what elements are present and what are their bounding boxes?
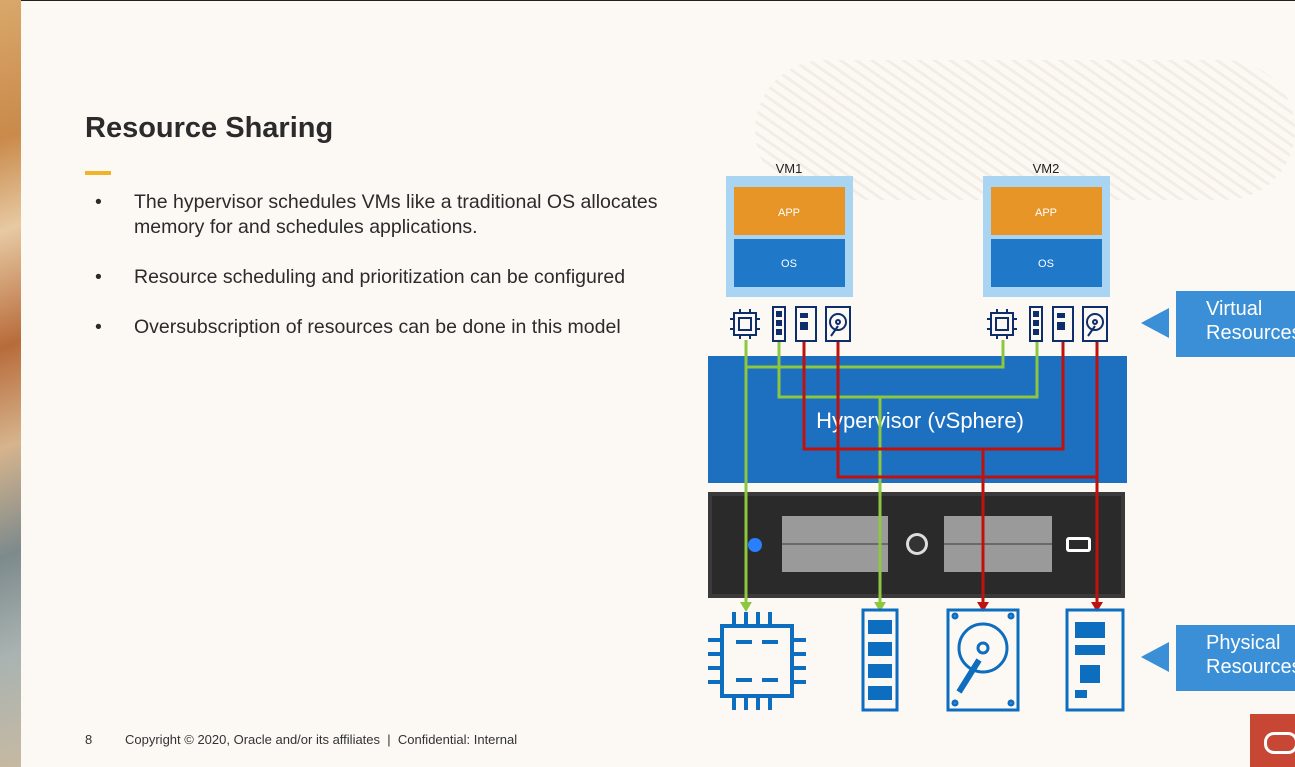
virtual-resources-label: Virtual Resources <box>1176 291 1295 357</box>
bullet-list: • The hypervisor schedules VMs like a tra… <box>95 190 675 365</box>
vm1-label: VM1 <box>776 161 803 176</box>
virtualization-diagram: VM1 VM2 APP OS APP OS Hypervisor (vSpher… <box>708 161 1127 712</box>
bullet-item: • Oversubscription of resources can be do… <box>95 315 675 340</box>
red-arrowhead <box>977 602 989 612</box>
bullet-text: The hypervisor schedules VMs like a trad… <box>134 191 658 238</box>
red-connections <box>802 340 1099 602</box>
title-accent-bar <box>85 171 111 175</box>
bullet-marker: • <box>95 266 102 288</box>
green-connections <box>744 340 1039 602</box>
vm1-box: APP OS <box>726 176 853 297</box>
footer-copyright: Copyright © 2020, Oracle and/or its affi… <box>125 732 518 747</box>
memory-icon <box>861 608 899 712</box>
slide-title: Resource Sharing <box>85 112 334 144</box>
cpu-icon <box>708 612 806 710</box>
bullet-marker: • <box>95 316 102 338</box>
nic-icon <box>795 306 817 342</box>
nic-icon <box>1065 608 1125 712</box>
vm1-app-label: APP <box>778 207 800 219</box>
disk-icon <box>825 306 851 342</box>
page-number: 8 <box>85 732 93 747</box>
bullet-item: • Resource scheduling and prioritization … <box>95 265 675 290</box>
oracle-logo <box>1250 714 1295 767</box>
slide-top-border <box>21 0 1295 1</box>
memory-icon <box>772 306 786 342</box>
server-hardware <box>708 492 1125 598</box>
oracle-ring-icon <box>1264 732 1295 754</box>
memory-icon <box>1029 306 1043 342</box>
disk-icon <box>1082 306 1108 342</box>
nic-icon <box>1052 306 1074 342</box>
virtual-resources-arrow <box>1141 308 1169 338</box>
vm2-label: VM2 <box>1033 161 1060 176</box>
hypervisor-label: Hypervisor (vSphere) <box>816 408 1024 433</box>
cpu-icon <box>987 309 1017 339</box>
disk-icon <box>946 608 1020 712</box>
decorative-side-strip <box>0 0 21 767</box>
bullet-marker: • <box>95 191 102 213</box>
red-arrowhead <box>1091 602 1103 612</box>
vm2-os-label: OS <box>1038 258 1054 270</box>
physical-resources-text: Physical Resources <box>1206 632 1295 678</box>
vm2-app-label: APP <box>1035 207 1057 219</box>
bullet-text: Resource scheduling and prioritization c… <box>134 266 626 288</box>
cpu-icon <box>730 309 760 339</box>
bullet-text: Oversubscription of resources can be don… <box>134 316 621 338</box>
physical-resources-label: Physical Resources <box>1176 625 1295 691</box>
vm2-box: APP OS <box>983 176 1110 297</box>
virtual-resources-text: Virtual Resources <box>1206 298 1295 344</box>
green-arrowhead <box>740 602 752 612</box>
bullet-item: • The hypervisor schedules VMs like a tra… <box>95 190 675 240</box>
physical-resources-arrow <box>1141 642 1169 672</box>
vm1-os-label: OS <box>781 258 797 270</box>
green-arrowhead <box>874 602 886 612</box>
